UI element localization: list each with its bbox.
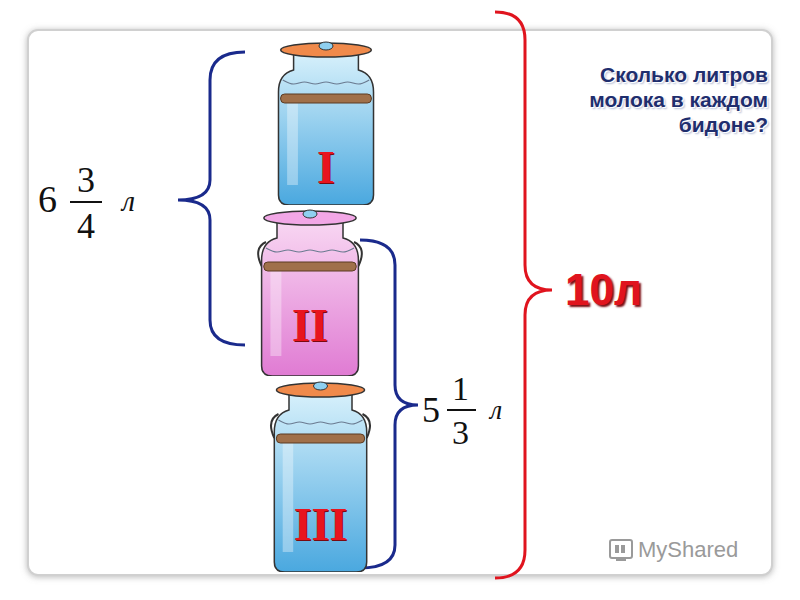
left-brace bbox=[178, 52, 245, 345]
can-number: III bbox=[268, 502, 373, 548]
watermark: MyShared bbox=[638, 539, 738, 561]
milk-can: I bbox=[272, 40, 380, 205]
denominator: 4 bbox=[77, 208, 95, 244]
can-number: II bbox=[255, 303, 365, 349]
milk-can: III bbox=[268, 380, 373, 572]
fraction-bar bbox=[447, 409, 476, 411]
can-outline bbox=[255, 208, 365, 376]
denominator: 3 bbox=[452, 416, 469, 450]
watermark-icon bbox=[610, 540, 632, 560]
milk-can: II bbox=[255, 208, 365, 376]
numerator: 3 bbox=[77, 162, 95, 198]
right-brace bbox=[360, 240, 418, 568]
total-amount: 10л bbox=[565, 268, 642, 312]
slide-panel bbox=[28, 30, 772, 575]
total-brace bbox=[495, 12, 552, 578]
question-title: Сколько литров молока в каждом бидоне? bbox=[563, 62, 768, 138]
whole-part: 5 bbox=[422, 392, 440, 428]
can-number: I bbox=[272, 145, 380, 191]
unit: л bbox=[490, 396, 502, 424]
unit: л bbox=[122, 186, 135, 216]
whole-part: 6 bbox=[38, 180, 57, 218]
fraction-bar bbox=[70, 201, 102, 203]
numerator: 1 bbox=[452, 372, 469, 406]
